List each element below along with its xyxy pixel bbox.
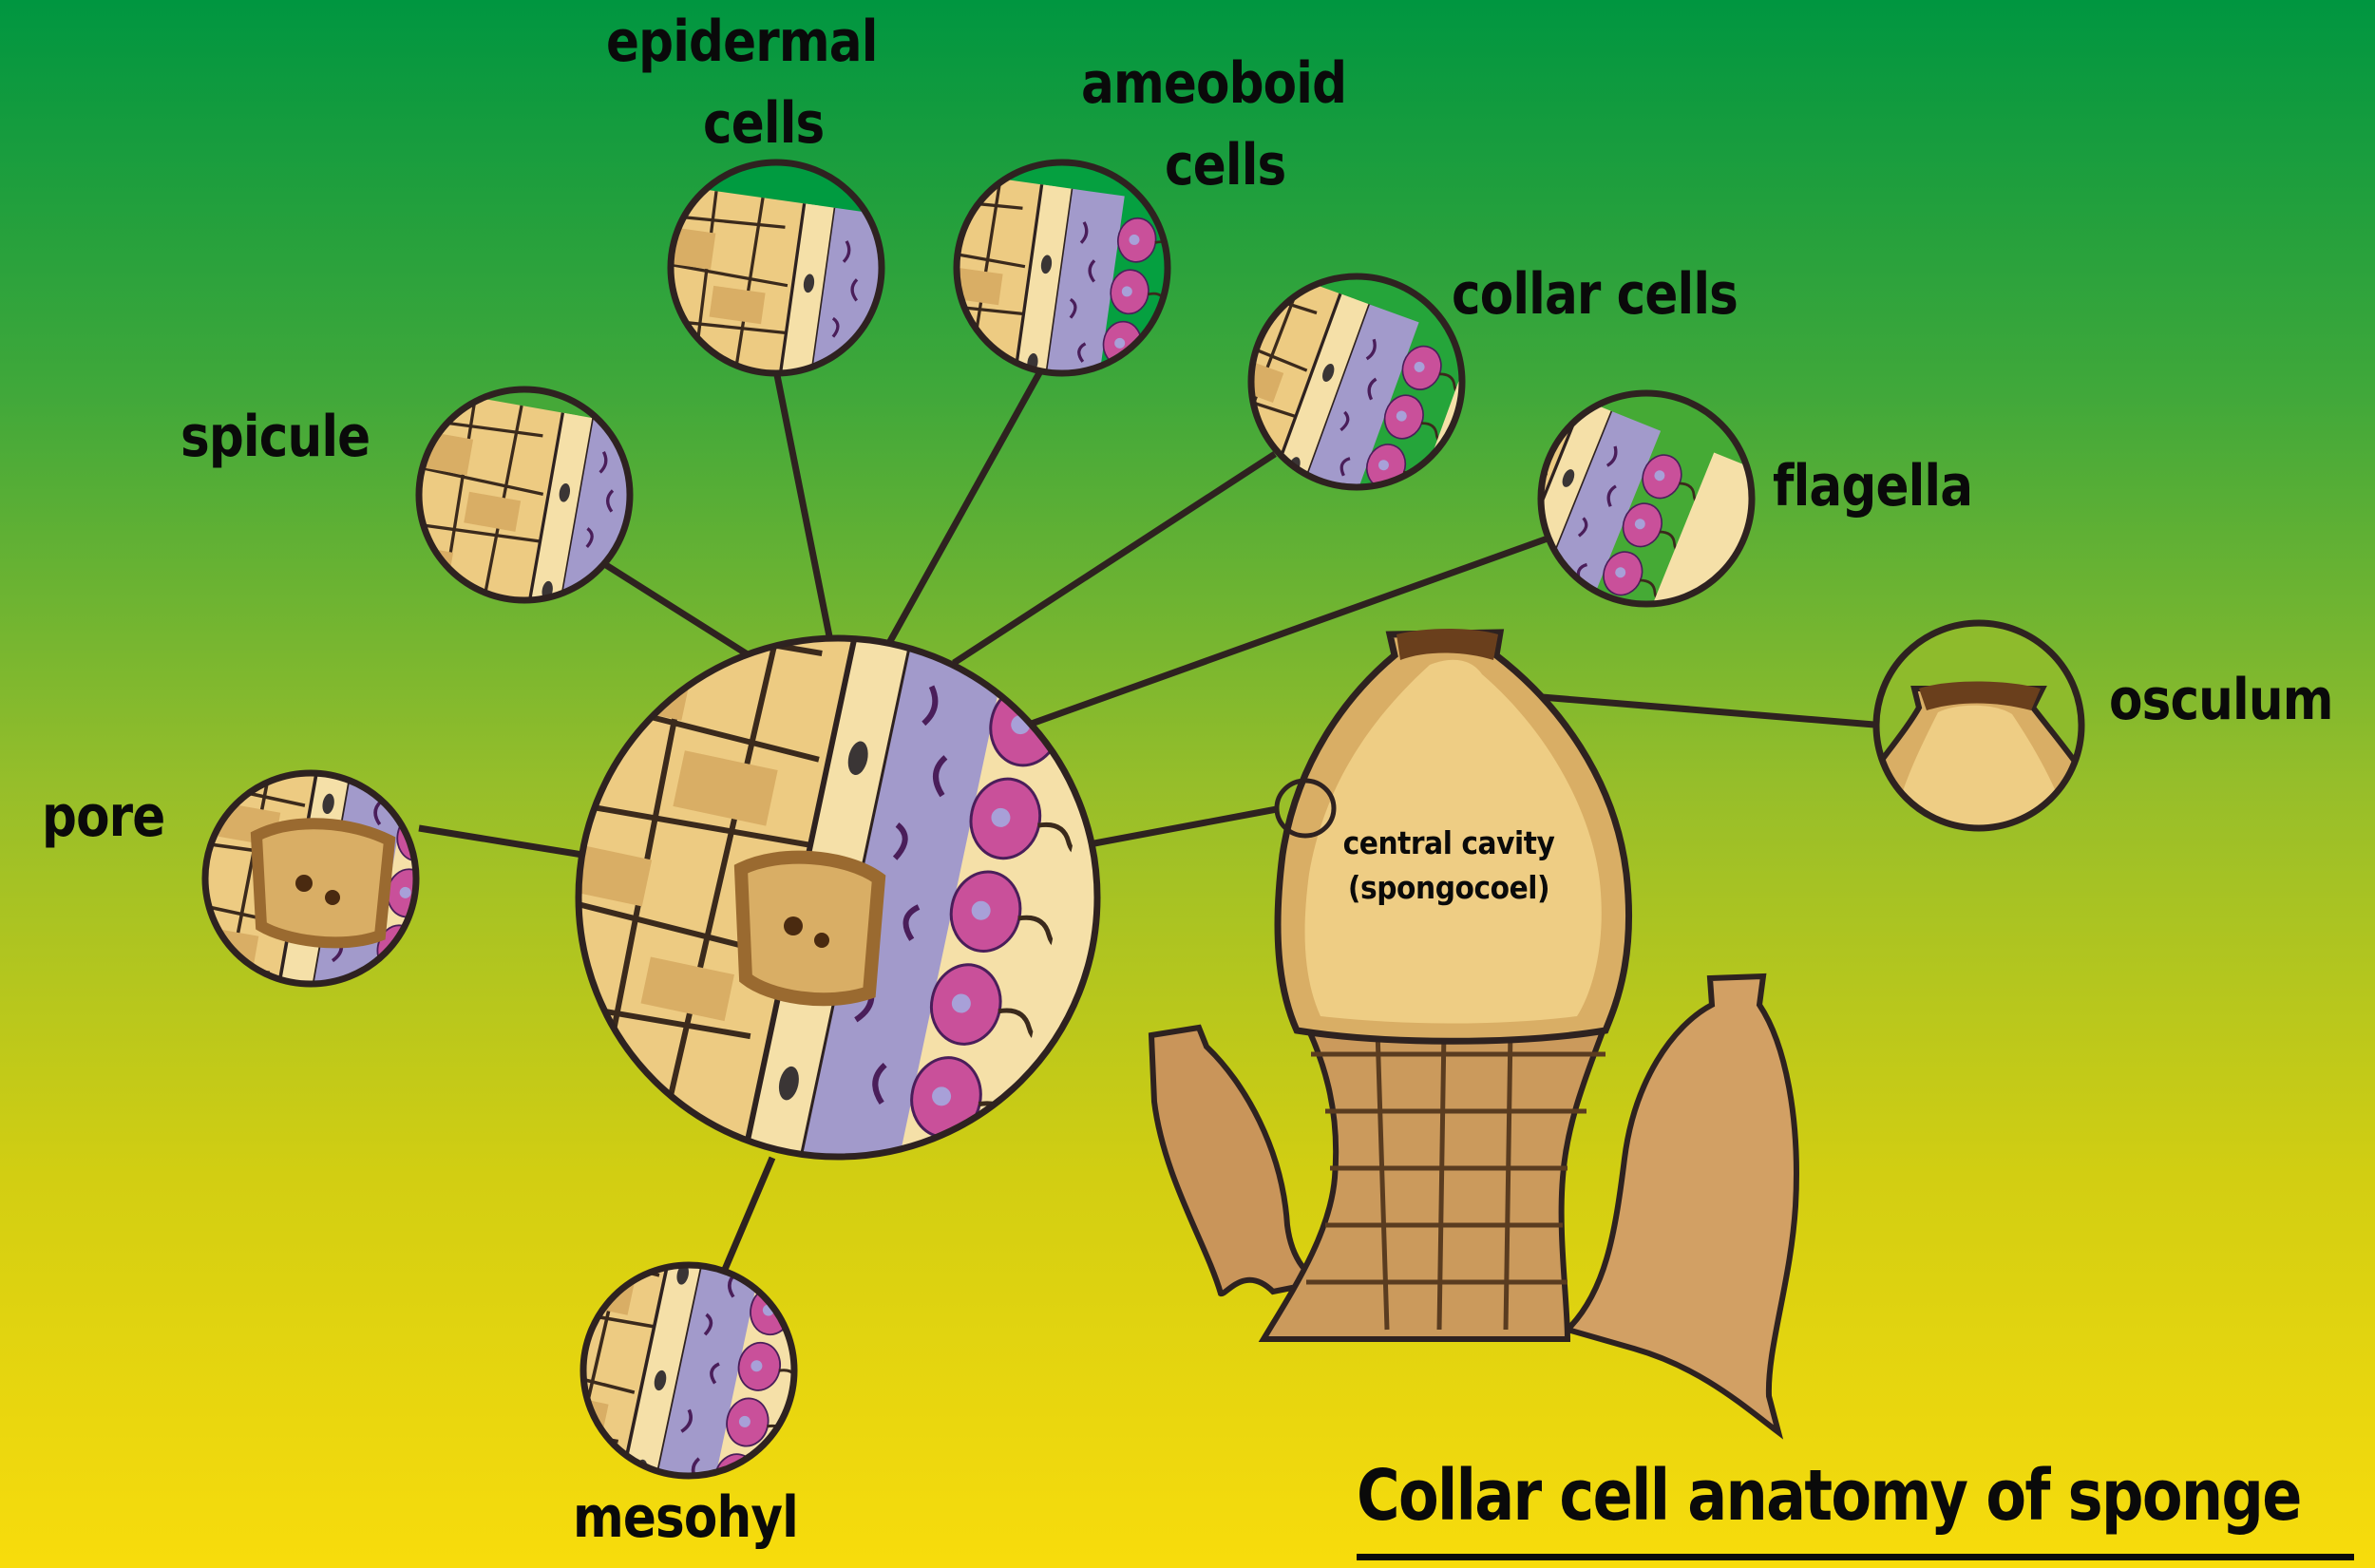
flagella-circle [1537,389,1756,608]
label-central-cavity-line1: central cavity [1342,824,1555,861]
label-ameoboid-cells-line2: cells [1165,132,1286,198]
label-osculum: osculum [2109,667,2334,733]
label-collar-cells: collar cells [1452,261,1738,328]
label-spicule: spicule [180,404,370,470]
collar-cells-circle [1247,273,1466,491]
label-epidermal-cells-line1: epidermal [606,9,878,75]
connector-sponge-wall [1093,805,1278,847]
sponge-illustration [1148,629,1799,1440]
label-pore: pore [42,784,165,850]
label-ameoboid-cells-line1: ameoboid [1081,50,1347,117]
osculum-rim [1396,629,1498,660]
pore-circle [201,769,420,988]
tissue-closeup-circle [575,634,1101,1161]
diagram-title: Collar cell anatomy of sponge [1357,1455,2302,1537]
right-bud-sponge [1562,973,1799,1440]
epidermal-cells-circle [667,159,885,377]
label-flagella: flagella [1773,453,1973,520]
ameoboid-cells-circle [953,159,1171,377]
connector-collar [952,451,1277,666]
spongocoel-cavity [1304,659,1602,1024]
pore-location-ring [1274,778,1337,839]
label-central-cavity-line2: (spongocoel) [1347,868,1550,906]
connector-ameoboid [885,369,1044,645]
mesohyl-circle [580,1261,798,1480]
connector-flagella [1000,535,1549,738]
label-central-cavity: central cavity (spongocoel) [1325,822,1573,911]
connector-epidermal [773,374,833,637]
osculum-circle [1872,619,2085,832]
title-underline [1357,1554,2354,1560]
spicule-circle [415,386,634,604]
stalk-cell-lines [1306,1030,1606,1331]
label-mesohyl: mesohyl [573,1484,799,1551]
left-bud-sponge [1148,1024,1330,1297]
label-epidermal-cells-line2: cells [703,90,825,157]
connector-mesohyl [720,1156,776,1274]
